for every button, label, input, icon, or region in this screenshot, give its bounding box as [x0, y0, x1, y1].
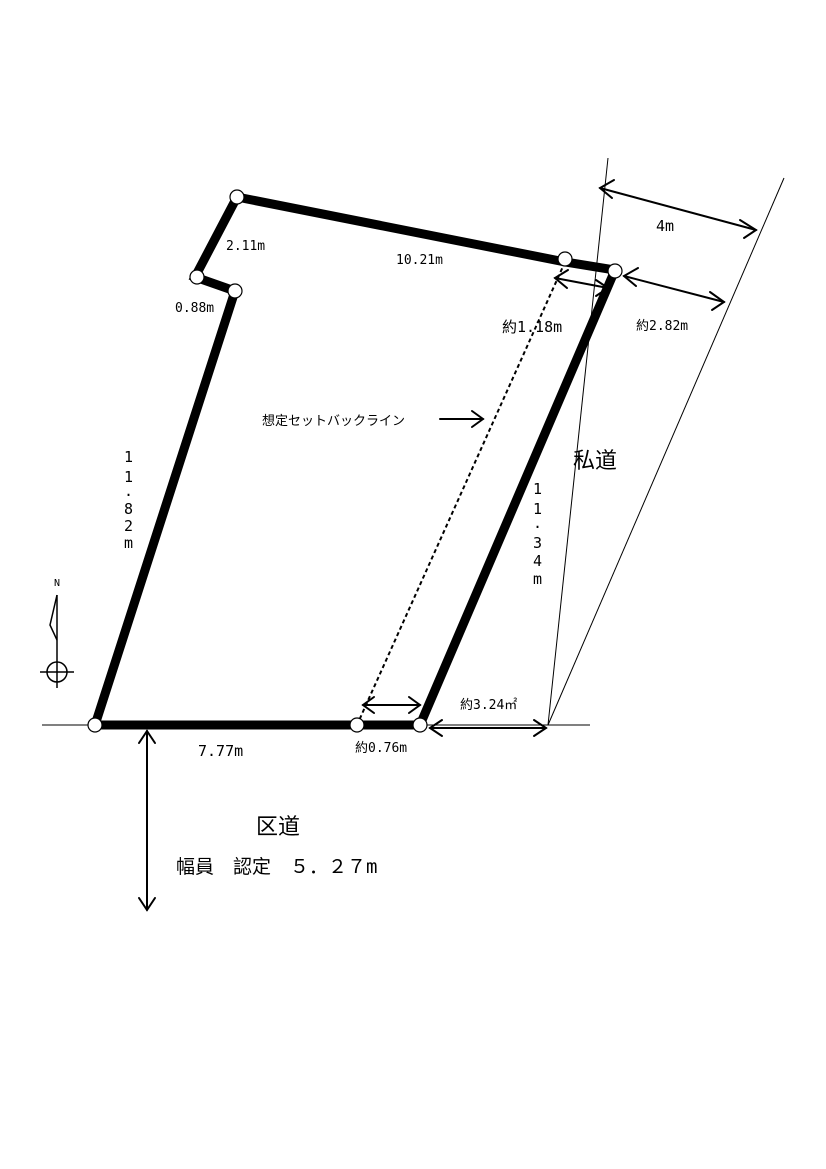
private-road-right-line [547, 177, 785, 726]
private-road-width-label: 4m [656, 217, 674, 235]
edge-right-label: 1 1 . 3 4 m [533, 480, 542, 588]
corner-point [349, 717, 365, 733]
lot-boundary [88, 192, 622, 730]
edge-left-step-label: 0.88m [175, 301, 214, 316]
private-top-gap-arrow [623, 275, 725, 303]
north-arrow-icon [40, 594, 74, 688]
corner-point [87, 717, 103, 733]
edge-right-char: 3 [533, 534, 542, 552]
edge-right-char: 4 [533, 552, 542, 570]
north-label: N [54, 578, 60, 589]
edge-right-char: . [533, 514, 542, 532]
private-road-width-arrow [599, 187, 757, 231]
edge-right-char: 1 [533, 480, 542, 498]
edge-left-char: m [124, 534, 133, 552]
corner-point [227, 283, 243, 299]
edge-right-char: m [533, 570, 542, 588]
ward-road-width-label: 幅員 認定 ５．２７m [176, 856, 377, 878]
setback-line [356, 261, 566, 726]
setback-top-arrow [554, 277, 609, 289]
private-top-gap-label: 約2.82m [636, 319, 688, 334]
private-road-label: 私道 [573, 449, 617, 474]
corner-point [557, 251, 573, 267]
edge-left-top-short-label: 2.11m [226, 239, 265, 254]
edge-left-char: 2 [124, 517, 133, 535]
dimension-arrows [138, 179, 758, 912]
edge-left-char: 8 [124, 500, 133, 518]
edge-bottom-label: 7.77m [198, 742, 243, 760]
ward-road-label: 区道 [256, 815, 300, 840]
corner-point [189, 269, 205, 285]
corner-point [229, 189, 245, 205]
corner-point [607, 263, 623, 279]
edge-left-char: 1 [124, 448, 133, 466]
private-bottom-gap-label: 約3.24㎡ [460, 698, 517, 713]
setback-top-label: 約1.18m [502, 318, 562, 336]
edge-left-char: . [124, 482, 133, 500]
edge-right-char: 1 [533, 500, 542, 518]
setback-line-label: 想定セットバックライン [262, 413, 405, 429]
private-road-left-line [547, 157, 609, 726]
corner-points [87, 189, 623, 733]
setback-bottom-label: 約0.76m [355, 741, 407, 756]
edge-top-label: 10.21m [396, 253, 443, 268]
edge-left-label: 1 1 . 8 2 m [124, 448, 133, 552]
edge-left-char: 1 [124, 468, 133, 486]
corner-point [412, 717, 428, 733]
